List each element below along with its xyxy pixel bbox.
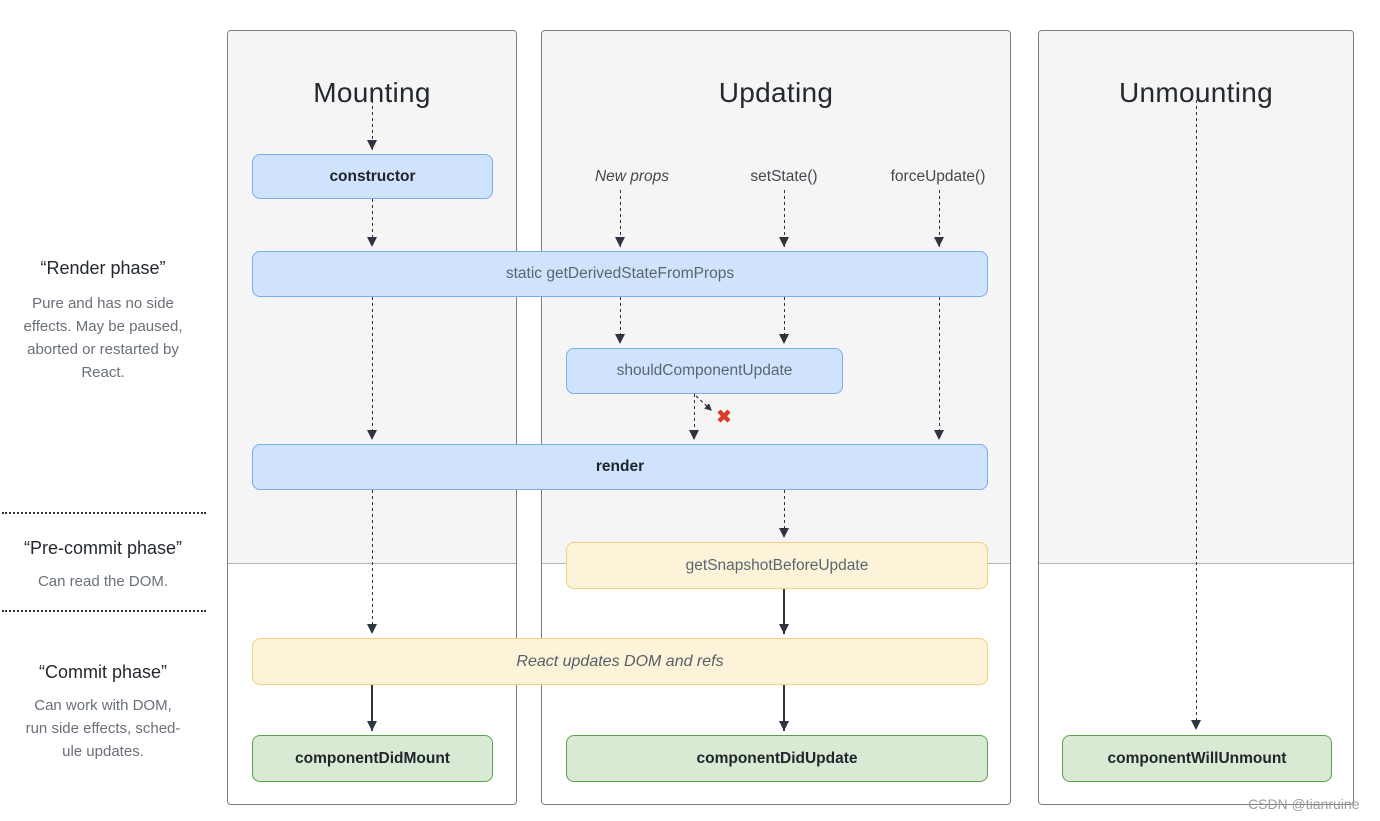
phase-desc-pre-commit: Can read the DOM. (0, 570, 206, 593)
arrow-setstate-to-gdsfp (779, 190, 789, 247)
phase-separator (2, 512, 206, 514)
arrow-unmounting-to-cwu (1191, 100, 1201, 730)
arrow-newprops-to-gdsfp (615, 190, 625, 247)
phase-desc-commit-line: Can work with DOM, (34, 697, 172, 714)
watermark: CSDN @tianruine (1248, 796, 1360, 812)
box-constructor[interactable]: constructor (252, 154, 493, 199)
box-get-derived-state-from-props[interactable]: static getDerivedStateFromProps (252, 251, 988, 297)
arrow-gdsfp-to-render-mounting (367, 297, 377, 440)
trigger-set-state: setState() (750, 168, 818, 185)
panel-updating: Updating (541, 30, 1011, 805)
arrow-gdsfp-to-scu-right (779, 297, 789, 344)
trigger-new-props: New props (594, 168, 670, 185)
arrow-gdsfp-to-scu-left (615, 297, 625, 344)
arrow-reactupdates-to-cdm (367, 685, 376, 731)
phase-desc-render: Pure and has no side effects. May be pau… (0, 292, 206, 384)
phase-desc-render-line: Pure and has no side (32, 295, 174, 312)
phase-separator (2, 610, 206, 612)
arrow-forceupdate-to-gdsfp (934, 190, 944, 247)
box-component-did-update[interactable]: componentDidUpdate (566, 735, 988, 782)
arrow-render-to-reactupdates-mounting (367, 490, 377, 634)
arrow-scu-to-render (689, 394, 699, 440)
phase-label-render: “Render phase” (40, 258, 166, 278)
phase-desc-render-line: React. (81, 364, 125, 381)
phase-label-commit: “Commit phase” (38, 662, 168, 682)
cancel-x-icon: ✖ (716, 407, 732, 428)
phase-label-pre-commit: “Pre-commit phase” (23, 538, 183, 558)
phase-desc-render-line: aborted or restarted by (27, 341, 179, 358)
arrow-gsbu-to-reactupdates (779, 589, 788, 634)
box-get-snapshot-before-update[interactable]: getSnapshotBeforeUpdate (566, 542, 988, 589)
panel-title-updating: Updating (718, 77, 834, 108)
box-component-did-mount[interactable]: componentDidMount (252, 735, 493, 782)
phase-desc-pre-commit-line: Can read the DOM. (37, 573, 169, 590)
phase-desc-commit-line: ule updates. (62, 743, 144, 760)
arrow-forceupdate-path-to-render (934, 297, 944, 440)
box-react-updates-dom: React updates DOM and refs (252, 638, 988, 685)
trigger-force-update: forceUpdate() (890, 168, 986, 185)
arrow-reactupdates-to-cdu (779, 685, 788, 731)
phase-desc-commit: Can work with DOM, run side effects, sch… (0, 694, 206, 763)
box-render[interactable]: render (252, 444, 988, 490)
arrow-mounting-start (367, 100, 377, 150)
phase-desc-commit-line: run side effects, sched- (25, 720, 181, 737)
arrow-render-to-gsbu (779, 490, 789, 538)
arrow-constructor-to-gdsfp (367, 199, 377, 247)
box-should-component-update[interactable]: shouldComponentUpdate (566, 348, 843, 394)
phase-desc-render-line: effects. May be paused, (23, 318, 183, 335)
box-component-will-unmount[interactable]: componentWillUnmount (1062, 735, 1332, 782)
